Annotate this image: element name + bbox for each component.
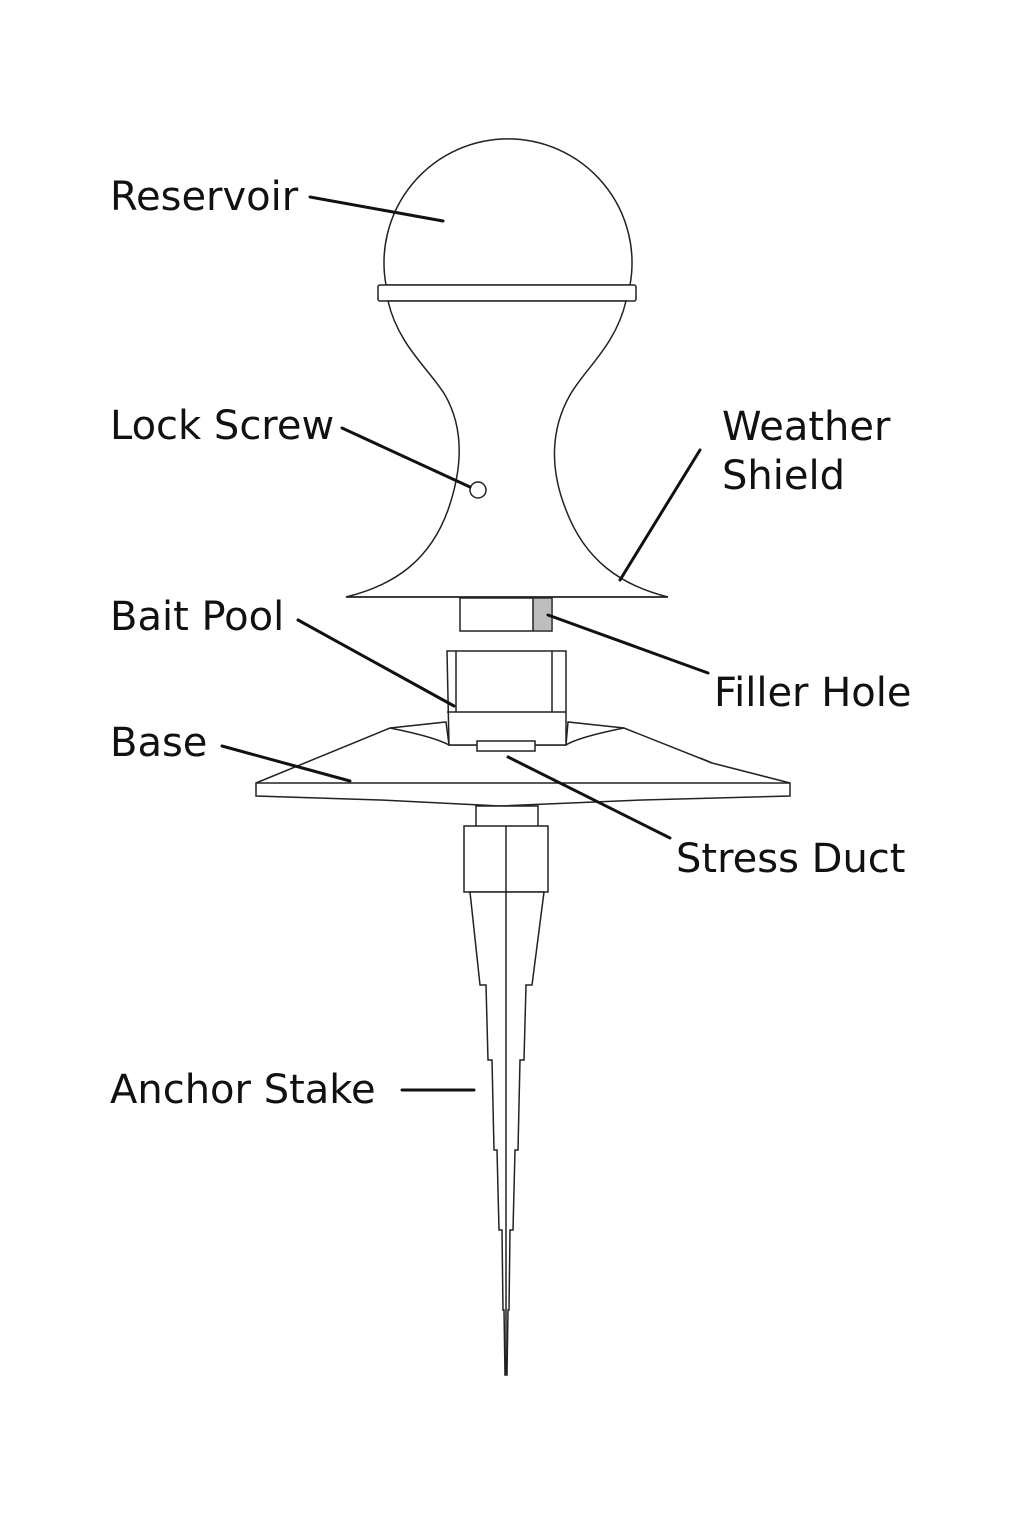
label-base: Base — [110, 720, 207, 766]
label-reservoir: Reservoir — [110, 174, 299, 220]
lock-screw-part — [469, 481, 487, 499]
filler-hole-part — [459, 597, 553, 632]
reservoir-part — [377, 138, 637, 302]
leader-base — [220, 744, 352, 783]
label-weather-shield-line2: Shield — [722, 453, 845, 499]
leader-reservoir — [308, 195, 445, 223]
weather-shield-part — [345, 300, 669, 598]
label-weather-shield-line1: Weather — [722, 404, 891, 450]
leader-bait-pool — [296, 618, 456, 708]
label-anchor-stake: Anchor Stake — [110, 1067, 376, 1113]
stress-duct-part — [476, 740, 536, 752]
label-bait-pool: Bait Pool — [110, 594, 284, 640]
bait-pool-part — [446, 650, 567, 746]
label-filler-hole: Filler Hole — [714, 670, 911, 716]
leader-lines — [220, 195, 710, 1092]
labels: Reservoir Lock Screw Weather Shield Bait… — [110, 174, 911, 1113]
leader-stress-duct — [506, 755, 672, 840]
label-stress-duct: Stress Duct — [676, 836, 905, 882]
leader-filler-hole — [546, 613, 710, 675]
label-lock-screw: Lock Screw — [110, 403, 334, 449]
leader-lock-screw — [340, 426, 472, 489]
leader-weather-shield — [618, 448, 702, 582]
anchor-stake-part — [463, 805, 549, 1376]
